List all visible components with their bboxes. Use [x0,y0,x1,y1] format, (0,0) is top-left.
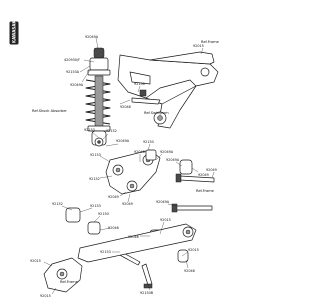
part-label: 92049 [198,173,209,177]
part-label: 92152 [52,202,63,206]
badge-text: KAWASAKI [12,19,17,43]
part-label: 92150 [134,82,145,86]
part-label: 92015 [40,294,51,298]
part-label: 92049 [122,202,133,206]
part-label: 92152 [106,129,117,133]
part-label: 92049A [156,200,170,204]
part-label: 92015 [193,44,204,48]
part-label: 92046 [128,235,139,239]
part-label: 92049 [108,195,119,199]
part-label: 92046 [108,226,119,230]
ref-label: Ref.Swingarm [144,111,169,115]
part-label: 92049A [116,139,130,143]
ref-label: Ref.Shock Absorber [32,109,67,113]
ref-label: Ref.Frame [196,189,215,193]
part-label: 92153 [100,250,111,254]
part-label: 92150B [140,291,154,295]
part-label: 92046 [134,150,145,154]
part-label: 92153 [90,204,101,208]
reference-labels: Ref.Frame Ref.Shock Absorber Ref.Swingar… [32,40,220,284]
leader-lines [43,37,215,295]
part-label: 92015 [160,218,171,222]
part-label: 92150 [98,212,109,216]
part-label: 92049A [166,158,180,162]
ref-label: Ref.Frame [201,40,220,44]
swingarm [117,51,219,129]
part-label: 92150 [143,140,154,144]
part-label: 92153A [66,70,80,74]
part-label: 92152 [89,177,100,181]
kawasaki-badge: KAWASAKI [9,19,19,45]
part-label: 92153 [90,153,101,157]
part-label: 420930/F [64,58,80,62]
part-label: 92049 [206,168,217,172]
part-label: 92049A [160,150,174,154]
frame-bracket [43,257,83,293]
part-labels: 92049A 92015 420930/F 92153A 92049A 9215… [30,35,217,298]
ref-label: Ref.Frame [60,280,79,284]
part-label: 92049A [70,83,84,87]
part-label: 92153 [84,128,95,132]
exploded-parts-diagram: KAWASAKI [9,19,220,298]
tie-rod [77,223,197,263]
part-label: 92046 [184,269,195,273]
part-label: 92046 [120,105,131,109]
part-label: 92015 [188,248,199,252]
part-label: 92015 [30,259,41,263]
shock-absorber [85,47,161,147]
part-label: 92049A [85,35,99,39]
